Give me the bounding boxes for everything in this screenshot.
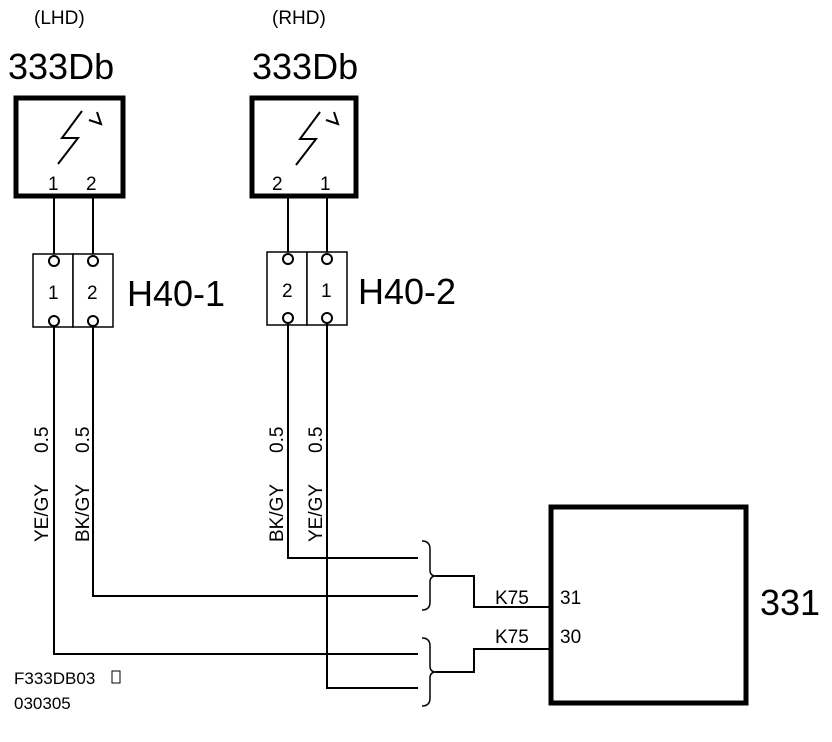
connector-h40-1-label: H40-1 <box>127 273 225 314</box>
h40-2-pin-1: 1 <box>321 281 332 302</box>
k75-31-wire <box>436 575 556 608</box>
rhd-wire-2-color: YE/GY <box>306 484 327 542</box>
lhd-component-pin-2: 2 <box>86 174 97 195</box>
lhd-horn-symbol-icon <box>57 110 83 165</box>
rhd-component-pin-1: 1 <box>320 174 331 195</box>
lhd-wire-bk-gy <box>92 326 418 597</box>
k75-30-wire <box>436 648 556 673</box>
h40-1-pin-2: 2 <box>87 283 98 304</box>
k75-31-pin: 31 <box>560 588 581 609</box>
rhd-component-pin-2: 2 <box>272 174 283 195</box>
rhd-wire-bk-gy <box>287 323 418 559</box>
rhd-horn-symbol-icon <box>295 111 321 166</box>
lhd-wire-2-size: 0.5 <box>73 427 94 453</box>
lhd-variant-label: (LHD) <box>34 8 85 29</box>
lhd-horn-arrowhead-icon <box>88 111 103 126</box>
lhd-component-box <box>13 95 126 199</box>
connector-h40-1 <box>32 253 114 328</box>
lhd-wire-2-color: BK/GY <box>73 484 94 542</box>
rhd-wire-ye-gy <box>326 323 418 689</box>
figure-code-box-glyph <box>111 670 121 684</box>
h40-1-pin-1: 1 <box>48 283 59 304</box>
lhd-wire-1-color: YE/GY <box>32 484 53 542</box>
module-331-box <box>548 504 749 706</box>
lhd-component-label: 333Db <box>8 46 114 87</box>
lhd-component-pin-1: 1 <box>48 174 59 195</box>
lower-brace <box>421 637 437 707</box>
upper-brace <box>421 540 437 611</box>
k75-31-connector: K75 <box>495 588 529 609</box>
lhd-wire-1-size: 0.5 <box>32 427 53 453</box>
rhd-wire-1-size: 0.5 <box>267 427 288 453</box>
h40-2-pin-2: 2 <box>282 281 293 302</box>
connector-h40-2 <box>266 251 348 326</box>
rhd-wire-2-size: 0.5 <box>306 427 327 453</box>
date-code: 030305 <box>14 694 71 713</box>
module-331-label: 331 <box>760 582 820 623</box>
rhd-horn-arrowhead-icon <box>325 111 340 126</box>
rhd-variant-label: (RHD) <box>272 8 326 29</box>
lhd-wire-ye-gy <box>53 326 418 655</box>
connector-h40-2-label: H40-2 <box>358 271 456 312</box>
k75-30-pin: 30 <box>560 627 581 648</box>
figure-code: F333DB03 <box>14 669 95 688</box>
k75-30-connector: K75 <box>495 627 529 648</box>
rhd-component-label: 333Db <box>252 46 358 87</box>
rhd-wire-1-color: BK/GY <box>267 484 288 542</box>
rhd-component-box <box>249 95 359 199</box>
